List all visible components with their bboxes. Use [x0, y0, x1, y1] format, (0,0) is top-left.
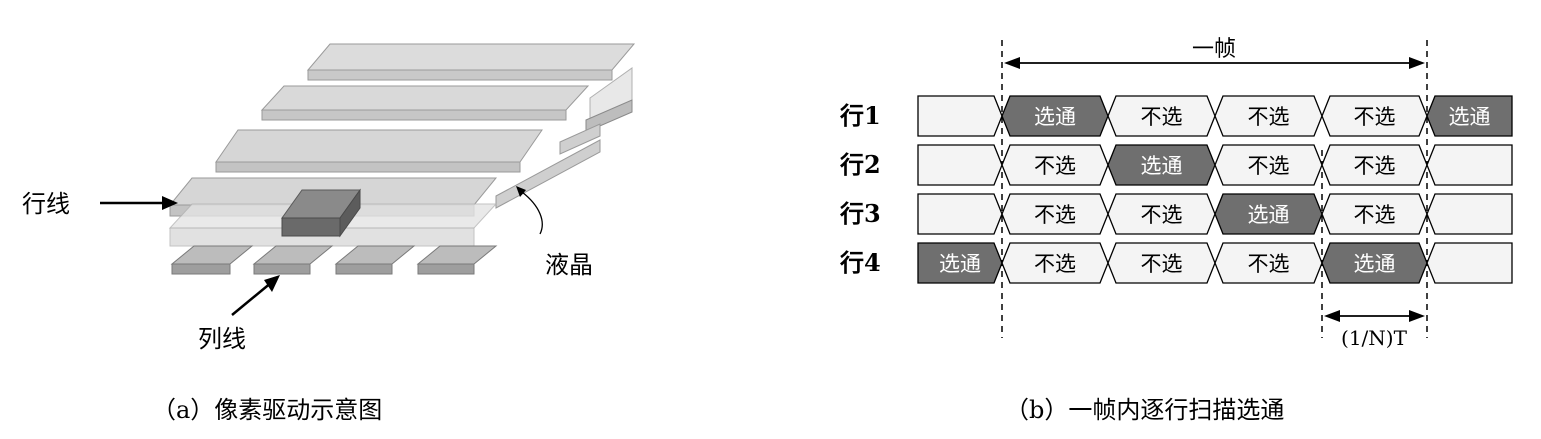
timing-cell: 选通 — [1321, 242, 1428, 284]
timing-cell-lead — [917, 95, 1003, 137]
column-line-arrow — [231, 275, 280, 316]
timing-cell: 不选 — [1107, 242, 1216, 284]
timing-cell: 选通 — [1107, 144, 1216, 186]
cell-label-selected: 选通 — [1248, 203, 1290, 227]
frame-arrow — [1004, 57, 1425, 69]
row-label: 行3 — [839, 199, 881, 228]
timing-cell-trail: 选通 — [1426, 95, 1513, 137]
timing-cell: 不选 — [1214, 242, 1323, 284]
row-label: 行2 — [839, 150, 881, 179]
timing-cell-trail — [1426, 144, 1513, 186]
lc-label: 液晶 — [545, 251, 593, 279]
timing-cell-trail — [1426, 242, 1513, 284]
timing-cell: 不选 — [1321, 95, 1428, 137]
caption-a: （a）像素驱动示意图 — [152, 396, 382, 424]
row-line-label: 行线 — [22, 190, 70, 218]
cell-label-selected: 选通 — [939, 252, 981, 276]
cell-label-selected: 选通 — [1449, 105, 1491, 129]
cell-label-unselected: 不选 — [1248, 105, 1290, 129]
row-label: 行4 — [839, 248, 881, 277]
timing-cells: 选通不选不选不选选通不选选通不选不选不选不选选通不选选通不选不选不选选通 — [917, 95, 1513, 284]
caption-b: （b）一帧内逐行扫描选通 — [1005, 396, 1284, 424]
frame-label: 一帧 — [1192, 37, 1236, 62]
cell-label-selected: 选通 — [1034, 105, 1076, 129]
pixel-drive-diagram: 行线 列线 液晶 （a）像素驱动示意图 — [22, 43, 636, 424]
timing-cell-lead — [917, 193, 1003, 235]
period-label: (1/N)T — [1341, 326, 1408, 350]
timing-cell-lead: 选通 — [917, 242, 1003, 284]
cell-label-unselected: 不选 — [1354, 203, 1396, 227]
cell-label-unselected: 不选 — [1141, 105, 1183, 129]
timing-cell: 不选 — [1001, 242, 1109, 284]
column-line-bar — [252, 245, 334, 275]
cell-label-unselected: 不选 — [1354, 105, 1396, 129]
timing-cell: 不选 — [1321, 144, 1428, 186]
timing-cell: 不选 — [1214, 144, 1323, 186]
lc-arrow — [516, 186, 543, 235]
cell-label-unselected: 不选 — [1354, 154, 1396, 178]
cell-label-unselected: 不选 — [1034, 252, 1076, 276]
timing-diagram: 一帧 (1/N)T 行1 行2 行3 行4 选通不选不选不选选通不选选通不选不选… — [839, 37, 1513, 424]
cell-label-unselected: 不选 — [1034, 154, 1076, 178]
pixel-block — [281, 188, 361, 238]
timing-cell: 选通 — [1001, 95, 1109, 137]
cell-label-selected: 选通 — [1354, 252, 1396, 276]
column-line-label: 列线 — [198, 325, 246, 353]
timing-cell: 不选 — [1107, 95, 1216, 137]
row-line-bar — [306, 43, 636, 81]
column-line-bar — [559, 99, 633, 155]
period-arrow — [1324, 310, 1425, 322]
timing-cell: 不选 — [1321, 193, 1428, 235]
cell-label-unselected: 不选 — [1034, 203, 1076, 227]
column-line-bar — [170, 245, 254, 275]
timing-cell: 不选 — [1107, 193, 1216, 235]
column-line-bar — [334, 245, 416, 275]
row-label: 行1 — [839, 101, 881, 130]
cell-label-unselected: 不选 — [1141, 252, 1183, 276]
timing-cell: 选通 — [1214, 193, 1323, 235]
cell-label-unselected: 不选 — [1141, 203, 1183, 227]
timing-cell: 不选 — [1001, 144, 1109, 186]
row-line-bar — [215, 129, 543, 173]
timing-cell: 不选 — [1214, 95, 1323, 137]
row-line-bar — [260, 85, 590, 121]
timing-cell-lead — [917, 144, 1003, 186]
cell-label-selected: 选通 — [1141, 154, 1183, 178]
timing-cell-trail — [1426, 193, 1513, 235]
cell-label-unselected: 不选 — [1248, 252, 1290, 276]
cell-label-unselected: 不选 — [1248, 154, 1290, 178]
column-line-bar — [416, 245, 498, 275]
row-line-arrow — [100, 196, 178, 210]
timing-cell: 不选 — [1001, 193, 1109, 235]
